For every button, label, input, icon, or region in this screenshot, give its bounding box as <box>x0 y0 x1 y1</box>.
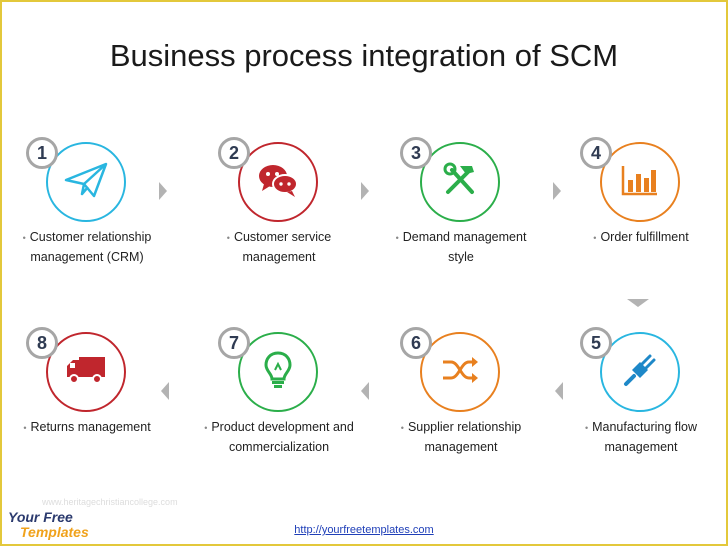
arrow-2-to-3 <box>361 182 369 200</box>
step-3-circle <box>420 142 500 222</box>
chat-bubbles-icon <box>256 160 300 205</box>
bar-chart-icon <box>621 164 659 201</box>
step-6: 6 Supplier relationship management <box>376 312 546 454</box>
step-7-number: 7 <box>218 327 250 359</box>
step-4-label: Order fulfillment <box>560 228 722 248</box>
step-2-circle <box>238 142 318 222</box>
step-4-circle <box>600 142 680 222</box>
step-8-circle <box>46 332 126 412</box>
step-6-label: Supplier relationship management <box>380 418 542 457</box>
step-6-circle <box>420 332 500 412</box>
step-3-number: 3 <box>400 137 432 169</box>
step-5: 5 Manufacturing flow management <box>556 312 726 454</box>
step-4: 4 Order fulfillment <box>556 122 726 262</box>
footer-link[interactable]: http://yourfreetemplates.com <box>294 524 434 536</box>
arrow-6-to-7 <box>361 382 369 400</box>
step-4-number: 4 <box>580 137 612 169</box>
tools-icon <box>442 162 478 203</box>
step-2-number: 2 <box>218 137 250 169</box>
step-7-circle <box>238 332 318 412</box>
arrow-5-to-6 <box>555 382 563 400</box>
step-8: 8 Returns management <box>2 312 172 452</box>
arrow-1-to-2 <box>159 182 167 200</box>
yourfreetemplates-logo: Your Free Templates <box>8 510 89 540</box>
step-7: 7 Product development and commercializat… <box>194 312 364 454</box>
logo-line-2: Templates <box>20 524 89 540</box>
arrow-7-to-8 <box>161 382 169 400</box>
step-6-number: 6 <box>400 327 432 359</box>
step-8-number: 8 <box>26 327 58 359</box>
shuffle-icon <box>441 355 479 390</box>
step-3-label: Demand management style <box>380 228 542 267</box>
step-1-number: 1 <box>26 137 58 169</box>
step-7-label: Product development and commercializatio… <box>198 418 360 457</box>
watermark: www.heritagechristiancollege.com <box>42 497 178 507</box>
step-5-number: 5 <box>580 327 612 359</box>
lightbulb-icon <box>263 350 293 395</box>
step-1-circle <box>46 142 126 222</box>
arrow-4-to-5 <box>627 299 649 307</box>
step-5-label: Manufacturing flow management <box>560 418 722 457</box>
truck-icon <box>65 354 107 391</box>
step-1-label: Customer relationship management (CRM) <box>6 228 168 267</box>
step-3: 3 Demand management style <box>376 122 546 264</box>
step-1: 1 Customer relationship management (CRM) <box>2 122 172 264</box>
power-plug-icon <box>622 352 658 393</box>
step-2: 2 Customer service management <box>194 122 364 264</box>
arrow-3-to-4 <box>553 182 561 200</box>
logo-line-1: Your Free <box>8 509 73 525</box>
step-5-circle <box>600 332 680 412</box>
step-8-label: Returns management <box>6 418 168 438</box>
paper-plane-icon <box>64 160 108 205</box>
step-2-label: Customer service management <box>198 228 360 267</box>
slide-title: Business process integration of SCM <box>109 38 619 73</box>
